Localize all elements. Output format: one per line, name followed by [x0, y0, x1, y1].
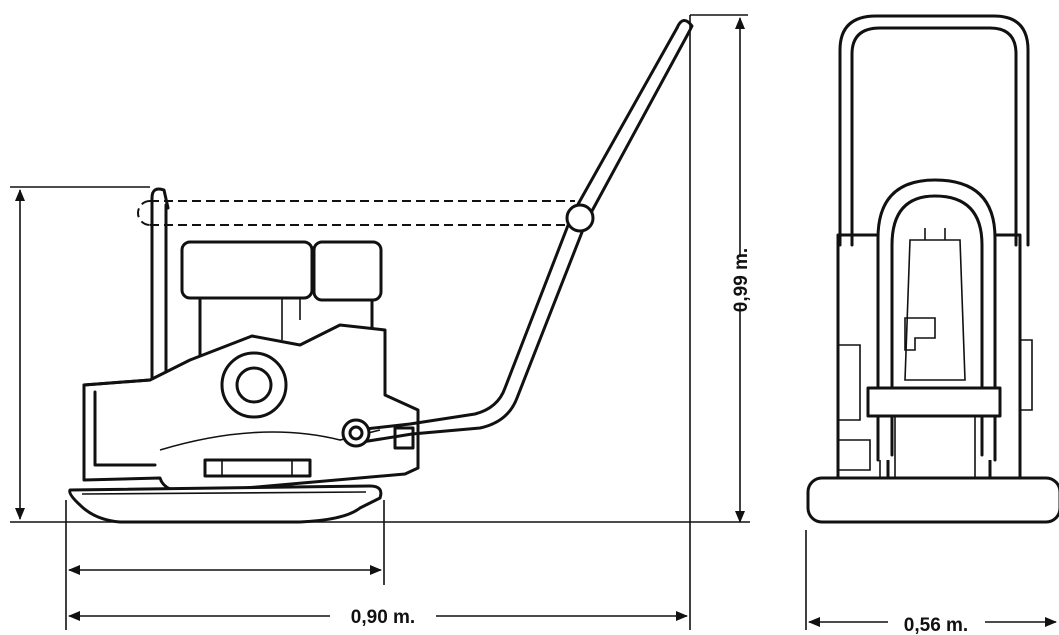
handle-hinge	[341, 418, 371, 448]
guard-height-dimension	[10, 186, 150, 520]
front-handle	[838, 14, 1030, 247]
front-crossbar	[866, 386, 1002, 418]
length-label: 0,90 m.	[351, 607, 415, 628]
engine-front	[866, 178, 1002, 495]
handle-pivot	[565, 203, 595, 233]
height-dimension	[689, 14, 748, 630]
name-plate	[203, 458, 312, 478]
folded-handle-outline	[137, 200, 575, 226]
base-plate	[68, 484, 383, 524]
frame-body	[82, 323, 420, 494]
rear-guard-post	[150, 187, 170, 380]
height-label: 0,99 m.	[731, 248, 752, 312]
handle	[341, 19, 694, 448]
front-view	[805, 14, 1059, 630]
side-view	[10, 14, 750, 630]
front-base-plate	[806, 476, 1059, 524]
plate-length-dimension	[65, 500, 385, 630]
width-label: 0,56 m.	[904, 615, 968, 635]
width-dimension	[805, 530, 1057, 630]
drive-pulley	[220, 351, 288, 419]
